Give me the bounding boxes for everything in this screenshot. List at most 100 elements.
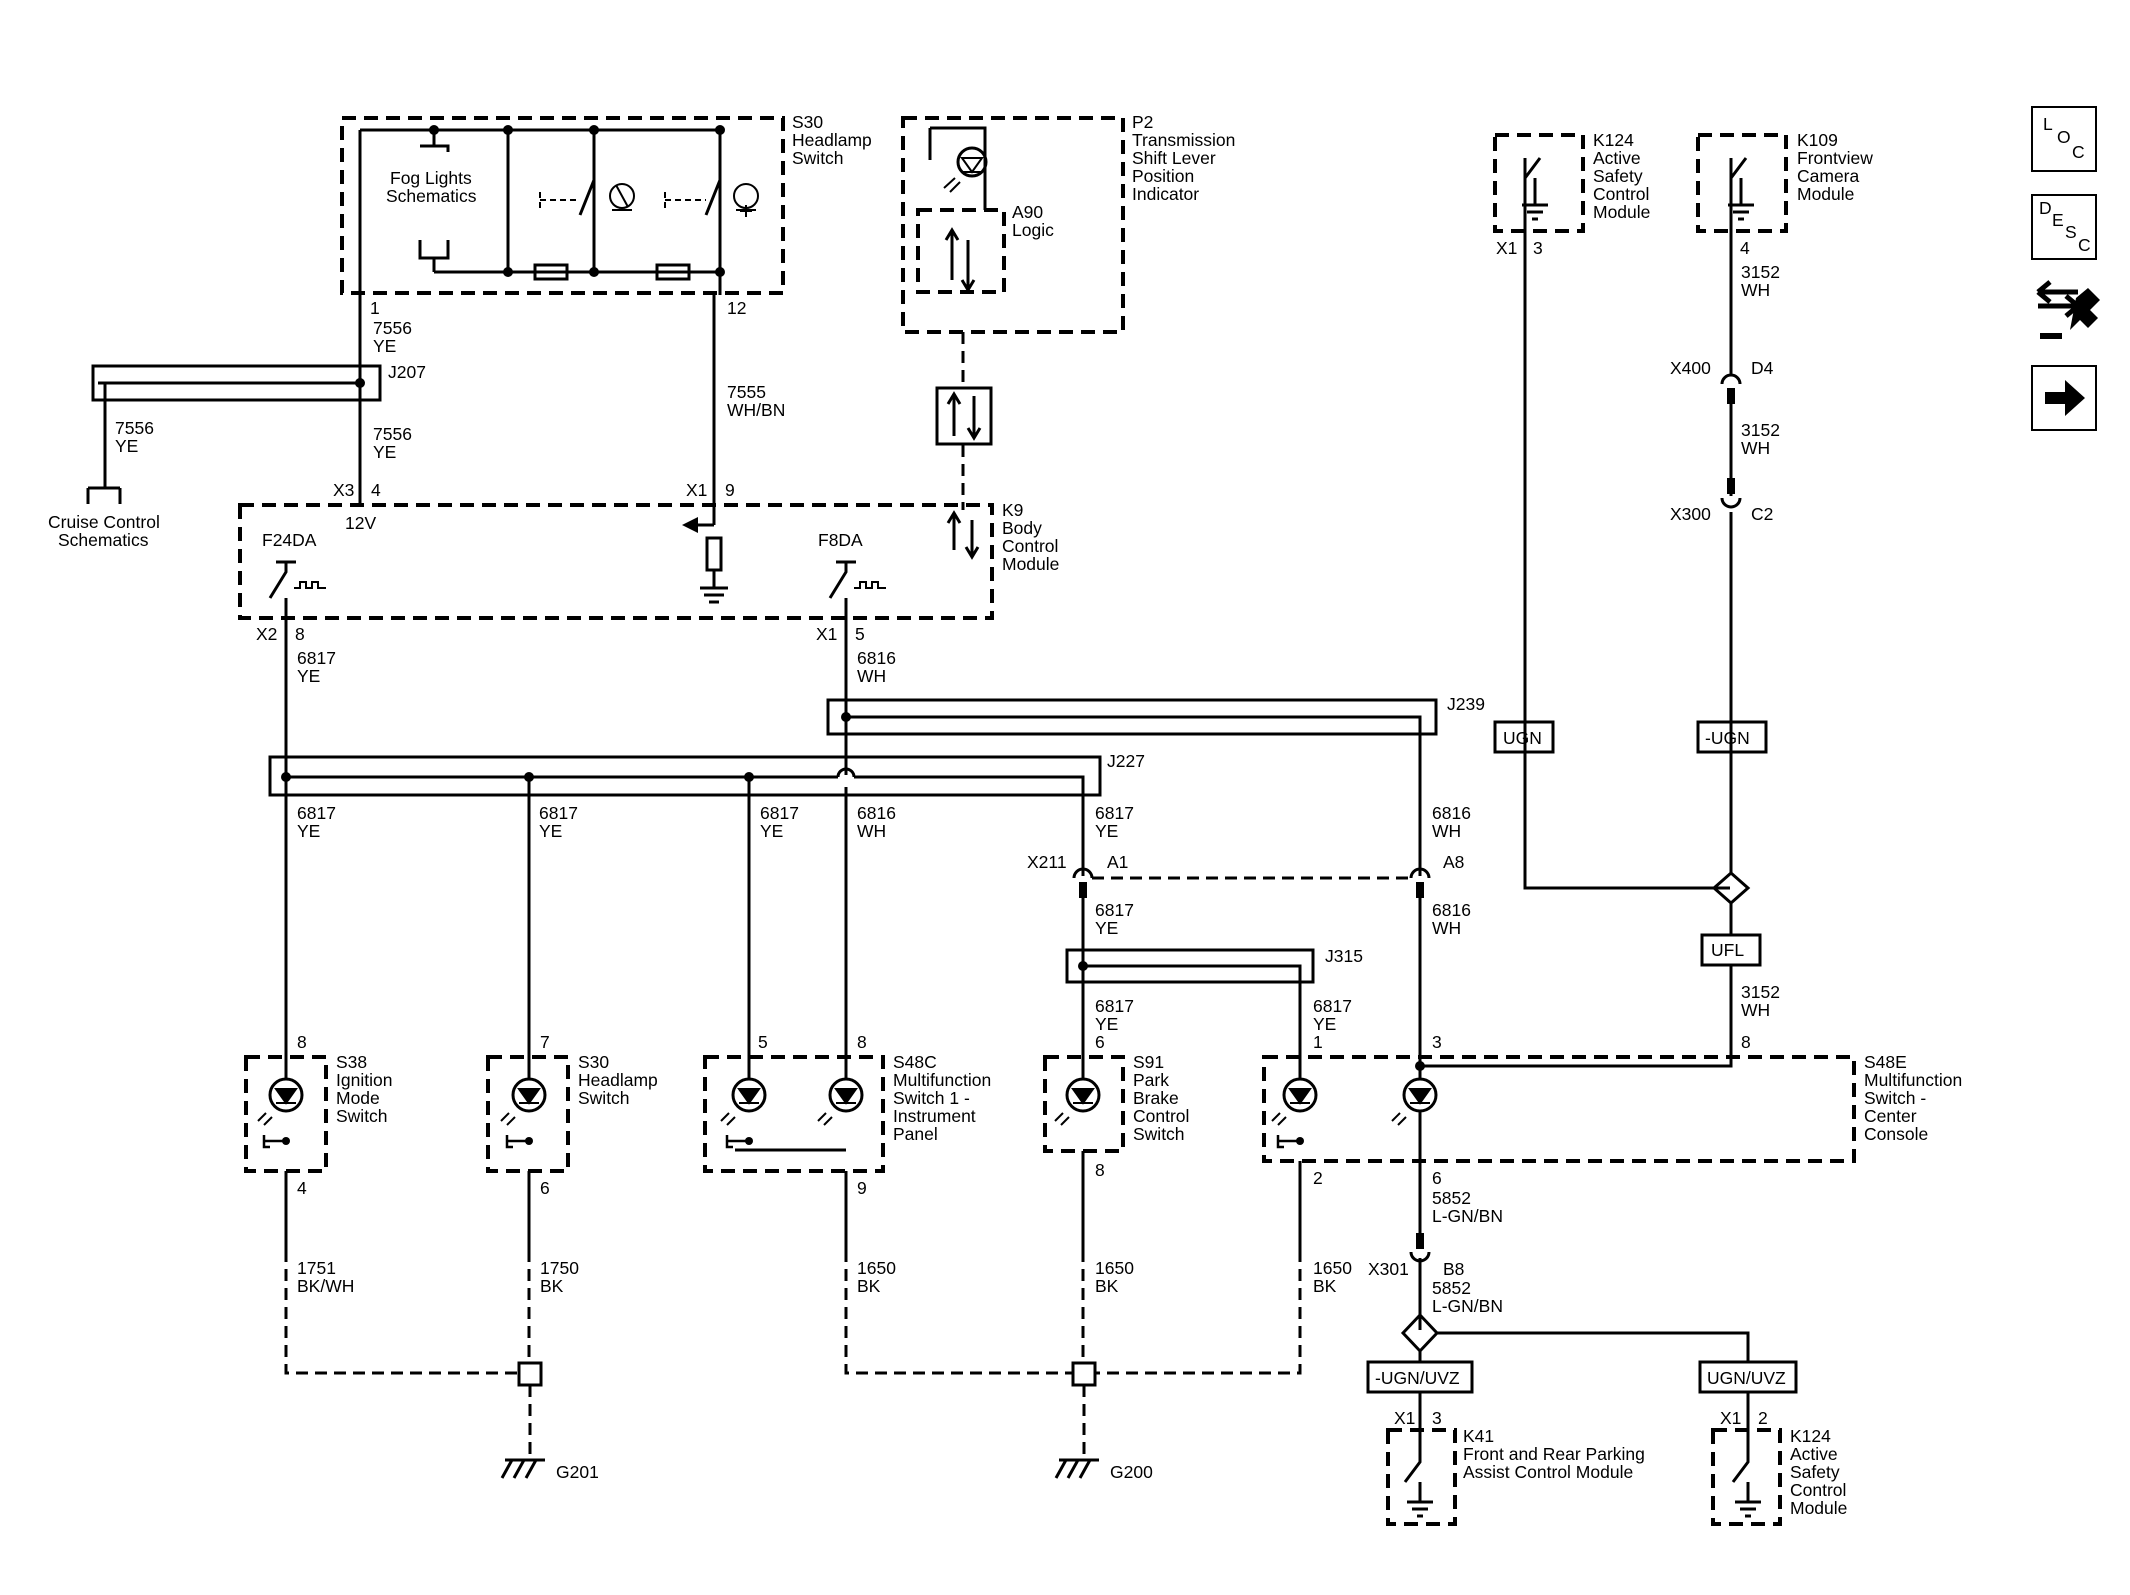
s48e-name3: Center xyxy=(1864,1106,1917,1126)
wire-6817-4-color: YE xyxy=(1095,821,1118,841)
wire-6816-3-num: 6816 xyxy=(1432,900,1471,920)
loc-l: L xyxy=(2043,114,2053,134)
desc-s: S xyxy=(2065,222,2077,242)
wire-6817-4-num: 6817 xyxy=(1095,803,1134,823)
s30-top-name1: Headlamp xyxy=(792,130,872,150)
k124-bot-pin: 2 xyxy=(1758,1408,1768,1428)
g201-label: G201 xyxy=(556,1462,599,1482)
s30-headlamp-switch-top: Fog Lights Schematics S30 Headlamp Switc… xyxy=(340,112,872,318)
s48e-pin-a: 1 xyxy=(1313,1032,1323,1052)
wire-6817-3-color: YE xyxy=(760,821,783,841)
s48c-name2: Switch 1 - xyxy=(893,1088,970,1108)
ugn-uvz-label: UGN/UVZ xyxy=(1698,1360,1798,1394)
s30-bot-pin-top: 7 xyxy=(540,1032,550,1052)
wire-6817-6-num: 6817 xyxy=(1095,996,1134,1016)
s48c-pin-bot: 9 xyxy=(857,1178,867,1198)
wire-7556-a-color: YE xyxy=(373,336,396,356)
wire-6816-1-color: WH xyxy=(857,821,886,841)
k41-parking-assist-module: X1 3 K41 Front and Rear Parking Assist C… xyxy=(1386,1408,1645,1526)
wire-5852-a-color: L-GN/BN xyxy=(1432,1206,1503,1226)
k9-x2: X2 xyxy=(256,624,277,644)
s30-top-pin1: 1 xyxy=(370,298,380,318)
a90-name: Logic xyxy=(1012,220,1054,240)
a90-id: A90 xyxy=(1012,202,1043,222)
connector-wrench-button[interactable] xyxy=(2036,280,2100,339)
s48c-multifunction-switch-1: 5 8 9 S48C Multifunction Switch 1 - Inst… xyxy=(703,1032,991,1198)
x400-pin: D4 xyxy=(1751,358,1774,378)
led-lamp-icon xyxy=(1391,1077,1438,1126)
j315-label: J315 xyxy=(1325,946,1363,966)
wire-3152-c-num: 3152 xyxy=(1741,982,1780,1002)
wire-6817-2-num: 6817 xyxy=(539,803,578,823)
loc-button[interactable]: L O C xyxy=(2031,106,2097,172)
wire-6817-1-num: 6817 xyxy=(297,803,336,823)
wire-7556-b-color: YE xyxy=(115,436,138,456)
wire-6817-1-color: YE xyxy=(297,821,320,841)
wire-6816-2-num: 6816 xyxy=(1432,803,1471,823)
led-lamp-icon xyxy=(817,1077,864,1126)
desc-e: E xyxy=(2052,210,2064,230)
k124-bot-conn: X1 xyxy=(1720,1408,1741,1428)
ugn-text: UGN xyxy=(1503,728,1542,748)
swap-arrows-icon xyxy=(2036,280,2080,318)
connector-x400: X400 D4 xyxy=(1670,358,1774,404)
p2-transmission-indicator: A90 Logic P2 Transmission Shift Lever Po… xyxy=(901,112,1235,334)
splice-j227: J227 xyxy=(268,751,1145,876)
j227-label: J227 xyxy=(1107,751,1145,771)
led-lamp-icon xyxy=(257,1077,304,1149)
j207-label: J207 xyxy=(388,362,426,382)
wire-7555-num: 7555 xyxy=(727,382,766,402)
s30-bot-pin-bot: 6 xyxy=(540,1178,550,1198)
k124-top-name1: Active xyxy=(1593,148,1641,168)
wire-6816-top-color: WH xyxy=(857,666,886,686)
wire-6817-7-color: YE xyxy=(1313,1014,1336,1034)
k124-bot-name2: Safety xyxy=(1790,1462,1840,1482)
wire-6817-2-color: YE xyxy=(539,821,562,841)
k124-bot-name4: Module xyxy=(1790,1498,1847,1518)
k9-x3-pin: 4 xyxy=(371,480,381,500)
s48e-name4: Console xyxy=(1864,1124,1928,1144)
desc-d: D xyxy=(2039,198,2052,218)
s38-name1: Ignition xyxy=(336,1070,392,1090)
wire-1750-color: BK xyxy=(540,1276,564,1296)
s91-name4: Switch xyxy=(1133,1124,1185,1144)
wire-3152-a-color: WH xyxy=(1741,280,1770,300)
k41-conn: X1 xyxy=(1394,1408,1415,1428)
s38-id: S38 xyxy=(336,1052,367,1072)
s48c-name3: Instrument xyxy=(893,1106,976,1126)
s91-pin-top: 6 xyxy=(1095,1032,1105,1052)
x300-id: X300 xyxy=(1670,504,1711,524)
k9-name2: Control xyxy=(1002,536,1058,556)
k9-name1: Body xyxy=(1002,518,1042,538)
s48c-pin-a: 5 xyxy=(758,1032,768,1052)
ufl-label: UFL xyxy=(1700,933,1762,967)
wire-5852-b-num: 5852 xyxy=(1432,1278,1471,1298)
x211-pin-a1: A1 xyxy=(1107,852,1128,872)
s48e-multifunction-switch-center: 1 3 8 2 6 S48E Multifunction Switch - Ce… xyxy=(1262,1032,1962,1188)
next-page-button[interactable] xyxy=(2031,365,2097,431)
lamp-leds xyxy=(257,1077,1438,1149)
led-lamp-icon xyxy=(720,1077,767,1149)
ground-g200: G200 xyxy=(1054,1361,1153,1482)
k124-top-name2: Safety xyxy=(1593,166,1643,186)
s30-top-id: S30 xyxy=(792,112,823,132)
k9-x1b: X1 xyxy=(816,624,837,644)
ground-g201: G201 xyxy=(500,1361,599,1482)
k9-f24da: F24DA xyxy=(262,530,317,550)
wire-1751-num: 1751 xyxy=(297,1258,336,1278)
wire-1650-c-num: 1650 xyxy=(1313,1258,1352,1278)
led-lamp-icon xyxy=(1054,1077,1101,1126)
s38-name3: Switch xyxy=(336,1106,388,1126)
k124-active-safety-bottom: X1 2 K124 Active Safety Control Module xyxy=(1711,1408,1847,1526)
k109-frontview-camera: K109 Frontview Camera Module 4 xyxy=(1696,130,1873,258)
wire-6817-top-num: 6817 xyxy=(297,648,336,668)
desc-c: C xyxy=(2078,235,2091,255)
ufl-text: UFL xyxy=(1711,940,1744,960)
loc-o: O xyxy=(2057,127,2071,147)
p2-name2: Shift Lever xyxy=(1132,148,1216,168)
connector-x301: X301 B8 xyxy=(1368,1233,1464,1279)
s48e-pin-c: 8 xyxy=(1741,1032,1751,1052)
k109-name1: Frontview xyxy=(1797,148,1873,168)
desc-button[interactable]: D E S C xyxy=(2031,194,2097,260)
x211-id: X211 xyxy=(1027,852,1067,872)
